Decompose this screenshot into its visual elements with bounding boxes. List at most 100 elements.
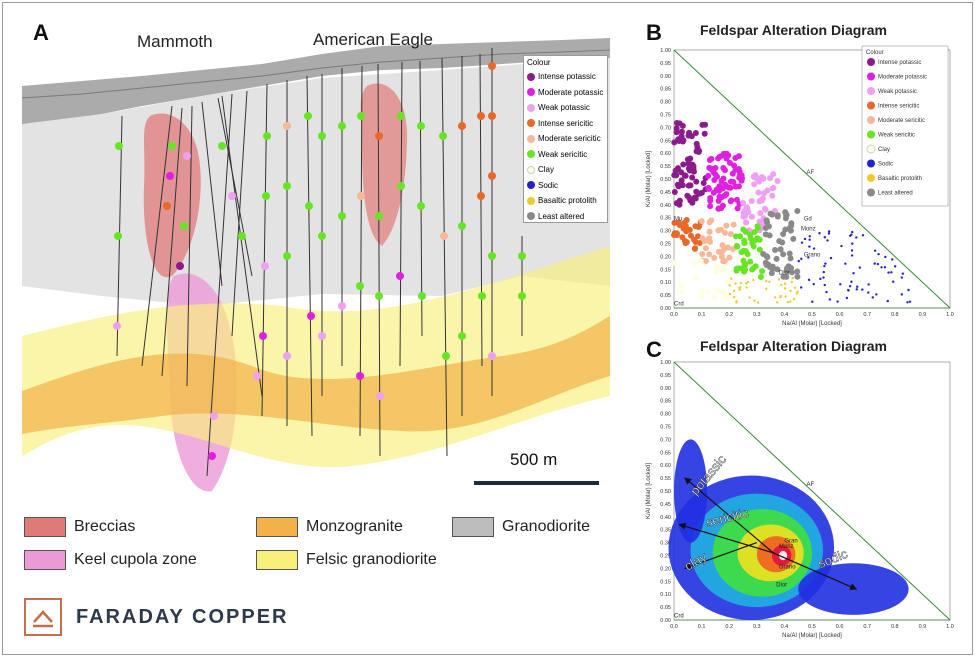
- chart-c-plot: 0.000.050.100.150.200.250.300.350.400.45…: [646, 360, 954, 639]
- chart-b-point: [738, 286, 742, 289]
- chart-b-point: [789, 300, 792, 303]
- chart-b-point: [836, 300, 839, 303]
- chart-b-point: [789, 289, 792, 293]
- chart-b-point: [765, 279, 768, 283]
- chart-b-legend-box: [861, 45, 949, 207]
- chart-b-point: [691, 261, 698, 268]
- chart-b-point: [822, 276, 825, 279]
- deposit-label-american-eagle: American Eagle: [313, 30, 434, 49]
- section-legend-item: Intense potassic: [527, 69, 604, 85]
- chart-b-y-tick: 0.20: [660, 254, 671, 260]
- chart-b-point: [769, 211, 776, 218]
- chart-c-vector-arrow: [683, 542, 758, 570]
- chart-b-point: [794, 208, 801, 215]
- chart-b-point: [671, 189, 678, 196]
- chart-b-point: [764, 254, 771, 261]
- chart-c-y-tick: 0.85: [660, 399, 671, 405]
- chart-b-point: [718, 253, 725, 260]
- chart-b-point: [765, 287, 768, 290]
- chart-b-point: [873, 262, 876, 265]
- chart-c-y-tick: 0.80: [660, 412, 671, 418]
- chart-c-annotation: Grano: [779, 564, 796, 570]
- breccias-label: Breccias: [74, 518, 136, 535]
- chart-b-point: [675, 219, 682, 226]
- chart-b-point: [679, 122, 686, 129]
- chart-b-point: [697, 190, 704, 197]
- chart-b-y-tick: 0.60: [660, 151, 671, 157]
- chart-c-y-tick: 0.55: [660, 476, 671, 482]
- chart-b-point: [906, 301, 909, 304]
- chart-b-y-tick: 0.90: [660, 74, 671, 80]
- chart-b-point: [705, 184, 712, 191]
- chart-b-point: [748, 213, 755, 220]
- chart-b-point: [741, 240, 748, 247]
- chart-b-x-tick: 0.4: [781, 312, 789, 318]
- section-legend-item: Intense sericitic: [527, 116, 604, 132]
- chart-b-point: [794, 268, 801, 275]
- chart-b-point: [711, 294, 718, 301]
- chart-b-point: [688, 133, 695, 140]
- chart-b-x-tick: 0.1: [698, 312, 706, 318]
- chart-b-point: [730, 277, 733, 280]
- chart-b-y-tick: 0.05: [660, 293, 671, 299]
- chart-b-legend-label: Clay: [878, 147, 890, 153]
- chart-b-point: [783, 282, 787, 285]
- chart-b-annotation: Crd: [674, 301, 684, 307]
- chart-c-y-tick: 0.05: [660, 605, 671, 611]
- lithology-legend-felsic-granodiorite: Felsic granodiorite: [256, 550, 437, 570]
- chart-b-point: [690, 163, 697, 170]
- chart-b-point: [791, 276, 794, 280]
- chart-b-y-tick: 0.80: [660, 100, 671, 106]
- monzogranite-swatch: [256, 517, 298, 537]
- chart-b-point: [826, 239, 829, 242]
- chart-b-point: [852, 272, 855, 275]
- chart-b-point: [673, 120, 680, 127]
- chart-b-point: [681, 219, 688, 226]
- chart-b-point: [749, 266, 756, 273]
- chart-b-point: [752, 278, 755, 282]
- chart-b-legend-label: Sodic: [878, 162, 893, 168]
- chart-b-point: [784, 295, 787, 298]
- chart-b-legend-dot-icon: [867, 72, 875, 81]
- legend-label: Intense potassic: [538, 72, 596, 82]
- chart-b-point: [726, 254, 733, 261]
- chart-b-point: [696, 223, 703, 230]
- chart-b-y-tick: 0.25: [660, 242, 671, 248]
- chart-b-point: [901, 272, 905, 275]
- legend-label: Clay: [538, 165, 555, 175]
- chart-b-point: [774, 177, 781, 184]
- chart-b-point: [728, 197, 735, 204]
- chart-b-point: [807, 256, 810, 259]
- chart-b-point: [751, 181, 758, 188]
- chart-b-point: [890, 271, 893, 274]
- chart-c-x-tick: 0.5: [808, 624, 816, 630]
- chart-b-y-tick: 1.00: [660, 48, 671, 54]
- chart-b-point: [822, 270, 825, 274]
- chart-b-point: [694, 233, 701, 240]
- chart-b-title: Feldspar Alteration Diagram: [700, 22, 887, 38]
- chart-b-point: [699, 287, 706, 294]
- chart-b-point: [684, 156, 691, 163]
- chart-c-y-axis-label: K/Al (Molar) [Locked]: [646, 463, 652, 519]
- scale-label: 500 m: [510, 450, 558, 469]
- felsic-granodiorite-label: Felsic granodiorite: [306, 551, 437, 568]
- legend-dot-icon: [527, 134, 535, 143]
- chart-c-y-tick: 0.10: [660, 592, 671, 598]
- chart-b-legend-label: Moderate potassic: [878, 75, 927, 81]
- breccias-swatch: [24, 517, 66, 537]
- granodiorite-swatch: [452, 517, 494, 537]
- chart-b-point: [721, 229, 728, 236]
- chart-b-point: [716, 187, 723, 194]
- chart-b-point: [793, 286, 797, 290]
- chart-b-point: [744, 208, 751, 215]
- chart-b-point: [678, 288, 685, 295]
- chart-b-point: [788, 269, 795, 276]
- chart-c-vector-arrow: [678, 522, 774, 554]
- chart-b-point: [678, 133, 685, 140]
- chart-b-point: [732, 233, 739, 240]
- chart-b-point: [823, 283, 826, 287]
- chart-b-legend-label: Least altered: [878, 191, 913, 197]
- chart-c-x-axis-label: Na/Al (Molar) [Locked]: [782, 633, 842, 639]
- chart-b-point: [679, 234, 686, 241]
- chart-b-point: [819, 277, 822, 281]
